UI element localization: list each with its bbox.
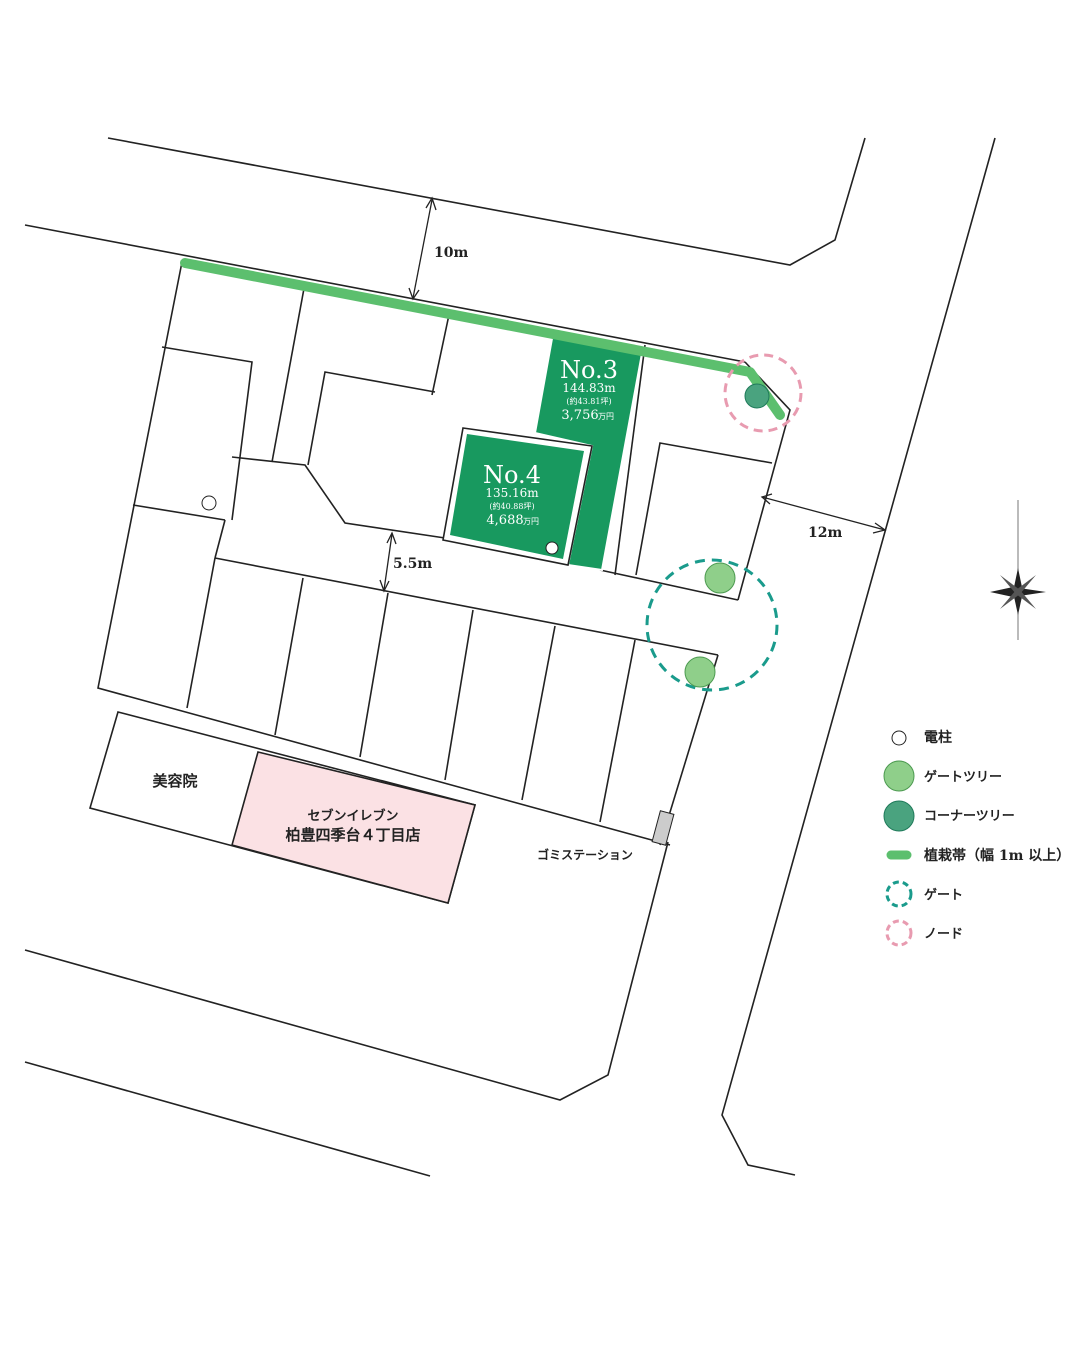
gate-tree-icon bbox=[684, 656, 716, 688]
north-road-far-edge bbox=[107, 137, 866, 266]
dimension-inner bbox=[379, 531, 397, 593]
lot-no3-area: 144.83m bbox=[562, 381, 616, 395]
inner-road-width: 5.5m bbox=[393, 556, 432, 572]
legend-label: ゲートツリー bbox=[924, 769, 1002, 785]
gate-circle bbox=[645, 558, 779, 692]
corner-tree-icon bbox=[744, 383, 770, 409]
lot-no3-number: No.3 bbox=[560, 356, 618, 384]
east-road-width: 12m bbox=[808, 525, 842, 541]
corner-tree-icon bbox=[883, 800, 915, 832]
dimension-north bbox=[408, 196, 437, 301]
node-circle bbox=[723, 353, 803, 433]
store-label-line2: 柏豊四季台４丁目店 bbox=[285, 826, 420, 844]
utility-pole-icon bbox=[545, 541, 559, 555]
utility-pole-icon bbox=[201, 495, 217, 511]
parcels bbox=[89, 261, 791, 904]
south-road-edge bbox=[24, 841, 669, 1101]
garbage-station-label: ゴミステーション bbox=[537, 847, 633, 862]
lot-no4-unit: 万円 bbox=[523, 517, 539, 526]
legend-label: ゲート bbox=[924, 887, 963, 903]
east-road-far-edge bbox=[721, 137, 996, 1176]
gate-icon bbox=[885, 880, 913, 908]
gate-tree-icon bbox=[883, 760, 915, 792]
garbage-station-box bbox=[651, 810, 675, 846]
lot-no3-unit: 万円 bbox=[598, 412, 614, 421]
south-road-far-edge bbox=[24, 1061, 431, 1177]
legend-label: コーナーツリー bbox=[924, 809, 1015, 824]
lot-no4-number: No.4 bbox=[483, 461, 541, 489]
north-road-near-edge bbox=[24, 224, 746, 363]
planting-belt bbox=[180, 258, 785, 420]
legend-label: 電柱 bbox=[924, 729, 952, 746]
lot-no4[interactable]: No.4 135.16m (約40.88坪) 4,688 万円 bbox=[442, 427, 593, 566]
legend-label: 植栽帯（幅 1m 以上） bbox=[923, 847, 1070, 864]
lot-no4-area: 135.16m bbox=[485, 486, 539, 500]
utility-pole-icon bbox=[891, 730, 907, 746]
salon-label: 美容院 bbox=[152, 772, 197, 790]
legend-label: ノード bbox=[924, 927, 963, 942]
legend: 電柱 ゲートツリー コーナーツリー 植栽帯（幅 1m 以上） ゲート ノード bbox=[883, 729, 1070, 947]
lot-no3-tsubo: (約43.81坪) bbox=[566, 396, 611, 406]
lot-no4-price: 4,688 bbox=[486, 513, 523, 528]
lot-no4-tsubo: (約40.88坪) bbox=[489, 501, 534, 511]
node-icon bbox=[885, 919, 913, 947]
store-label-line1: セブンイレブン bbox=[307, 808, 398, 824]
compass-icon bbox=[990, 500, 1046, 640]
north-road-width: 10m bbox=[434, 245, 468, 261]
lot-no3-price: 3,756 bbox=[561, 408, 598, 423]
dimension-east bbox=[760, 493, 887, 534]
gate-tree-icon bbox=[704, 562, 736, 594]
